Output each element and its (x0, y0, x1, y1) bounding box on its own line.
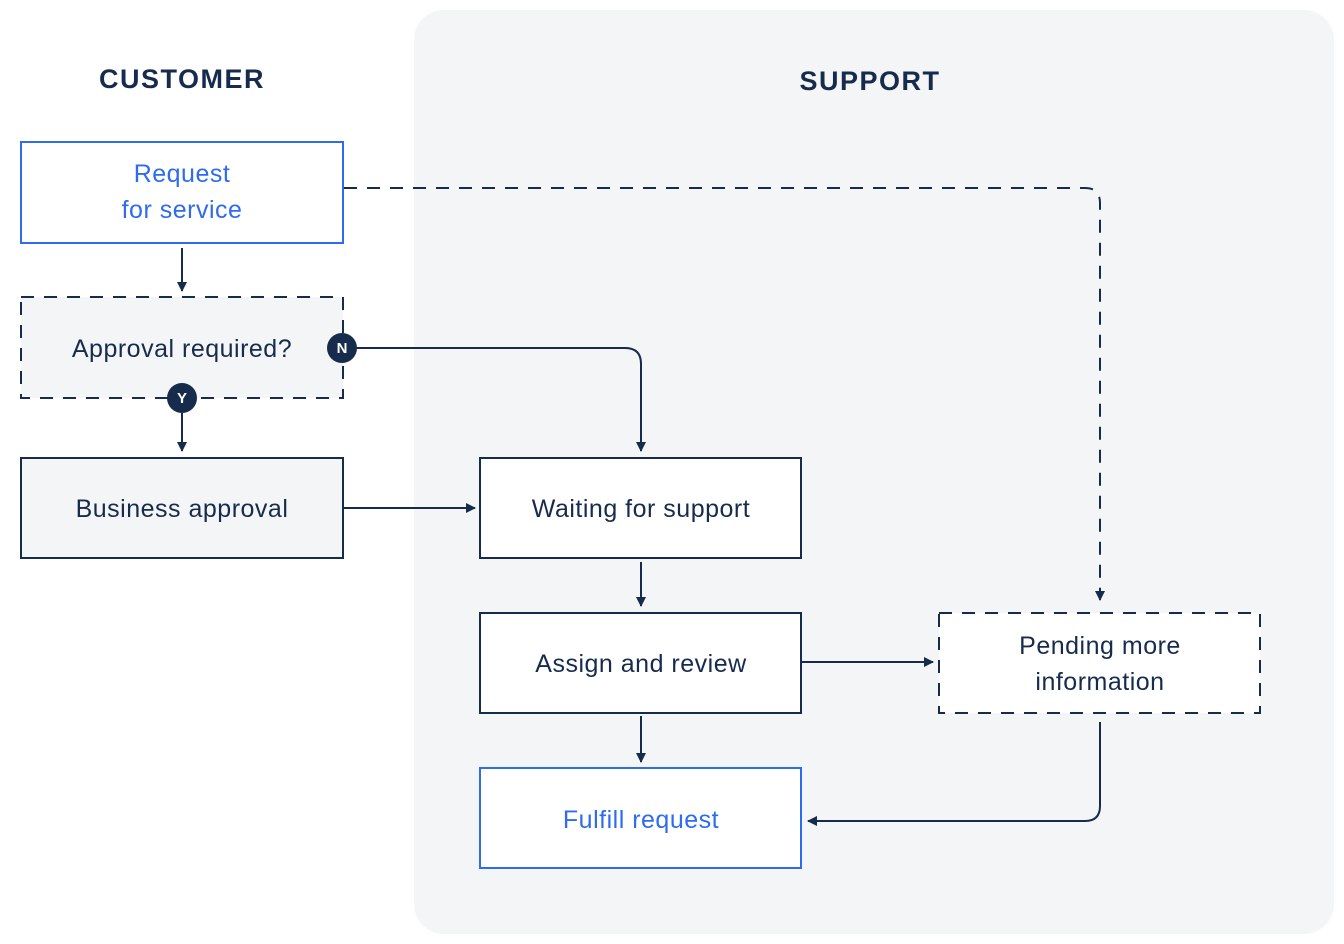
badge-no-label: N (337, 340, 348, 357)
node-business-approval-label: Business approval (76, 495, 289, 523)
support-lane-title: SUPPORT (799, 66, 940, 96)
node-pending-more-information[interactable]: Pending more information (938, 612, 1261, 714)
node-pending-more-information-box (938, 612, 1261, 714)
node-waiting-for-support[interactable]: Waiting for support (479, 457, 802, 559)
badge-yes-label: Y (177, 390, 187, 407)
node-request-for-service-box (20, 141, 344, 244)
node-business-approval[interactable]: Business approval (20, 457, 344, 559)
node-approval-required-label: Approval required? (72, 335, 292, 363)
node-fulfill-request-box (479, 767, 802, 869)
node-waiting-for-support-box (479, 457, 802, 559)
node-pending-more-information-label: Pending more (1019, 632, 1181, 660)
node-fulfill-request[interactable]: Fulfill request (479, 767, 802, 869)
customer-lane-title: CUSTOMER (99, 64, 265, 94)
connector-pending-to-fulfill (807, 722, 1101, 826)
node-business-approval-box (20, 457, 344, 559)
connector-approval-no-to-waiting (356, 347, 646, 452)
badge-yes-circle (167, 383, 197, 413)
node-assign-and-review[interactable]: Assign and review (479, 612, 802, 714)
connector-request-to-pending (344, 187, 1105, 601)
badge-no: N (327, 333, 357, 363)
node-request-for-service[interactable]: Request for service (20, 141, 344, 244)
node-assign-and-review-box (479, 612, 802, 714)
node-request-for-service-label: Request (134, 160, 231, 188)
node-waiting-for-support-label: Waiting for support (532, 495, 750, 523)
node-approval-required[interactable]: Approval required? (20, 296, 344, 399)
badge-no-circle (327, 333, 357, 363)
node-fulfill-request-label: Fulfill request (563, 806, 719, 834)
badge-yes: Y (167, 383, 197, 413)
node-request-for-service-label-line2: for service (122, 196, 243, 224)
node-assign-and-review-label: Assign and review (535, 650, 747, 678)
node-pending-more-information-label-line2: information (1035, 668, 1164, 696)
